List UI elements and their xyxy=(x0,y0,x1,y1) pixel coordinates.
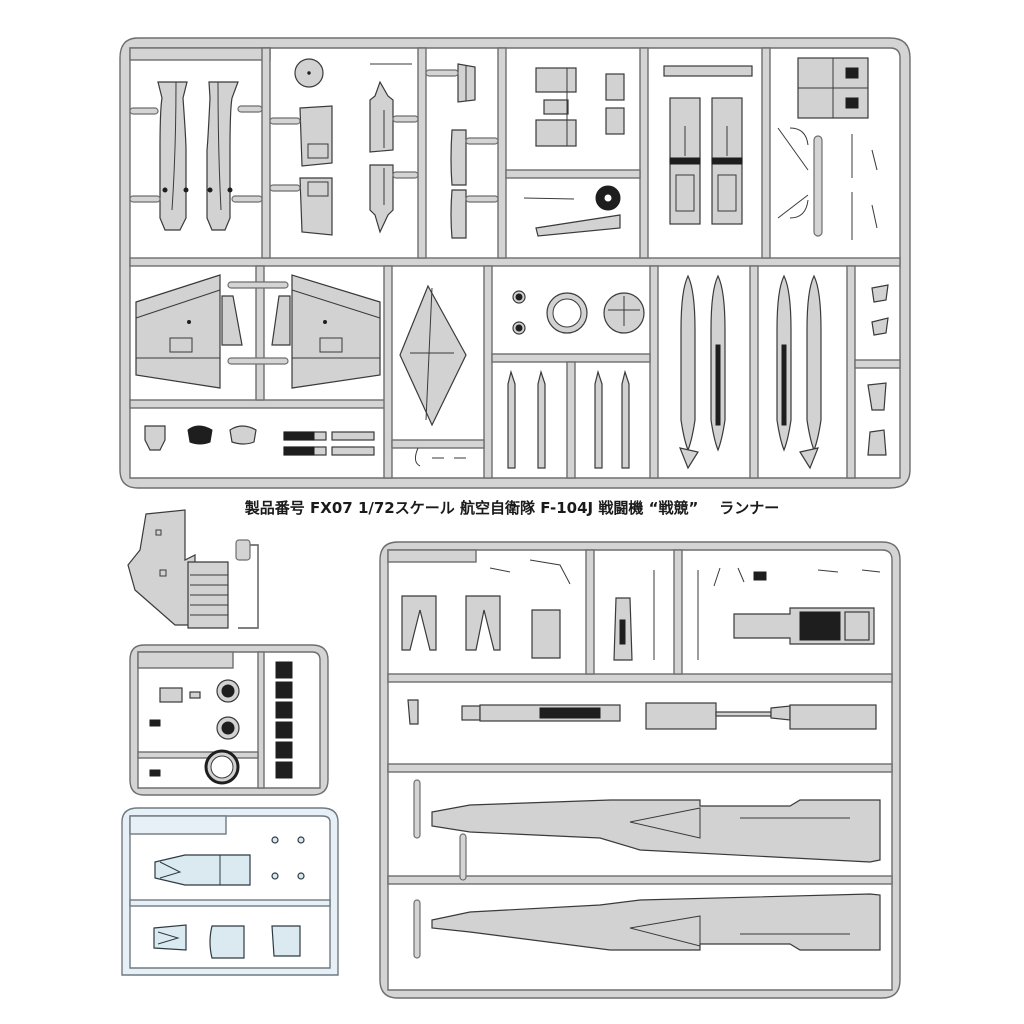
caption-product-label: 製品番号 xyxy=(244,499,305,517)
caption-product-code: FX07 xyxy=(310,499,353,517)
part-small-fins xyxy=(867,284,889,456)
caption-operator: 航空自衛隊 xyxy=(459,499,535,517)
caption-scale: 1/72スケール xyxy=(357,499,455,517)
runner-caption: 製品番号 FX07 1/72スケール 航空自衛隊 F-104J 戦闘機 “戦競”… xyxy=(0,497,1024,518)
caption-nickname: “戦競” xyxy=(648,499,699,517)
part-wheel-hubs xyxy=(204,679,240,785)
part-ejection-seats xyxy=(663,65,753,225)
part-missiles xyxy=(507,369,630,469)
runner-main-top xyxy=(119,37,911,489)
part-intake-trunk xyxy=(407,699,877,730)
part-exhaust-pieces xyxy=(425,63,499,239)
part-fuselage-right xyxy=(431,893,881,951)
part-gear-linkages xyxy=(489,559,881,587)
caption-type: 戦闘機 xyxy=(598,499,644,517)
part-wing-left xyxy=(135,274,243,389)
caption-aircraft: F-104J xyxy=(540,499,594,517)
part-nose-strut xyxy=(613,597,633,661)
part-wing-right xyxy=(271,274,381,389)
part-nose-wheel xyxy=(523,185,621,237)
part-canopy-center xyxy=(209,925,245,959)
part-cockpit-tub xyxy=(797,57,869,119)
part-small-fittings xyxy=(414,447,466,467)
part-instrument-panels xyxy=(144,425,375,456)
runner-tail xyxy=(127,509,259,629)
part-pylons xyxy=(369,63,419,234)
part-vertical-fin xyxy=(399,284,467,427)
runner-small-parts xyxy=(129,644,329,796)
part-main-wheels xyxy=(535,67,625,147)
caption-suffix: ランナー xyxy=(719,499,780,517)
part-windscreen xyxy=(153,924,187,951)
part-intake-rings xyxy=(512,290,645,335)
part-gear-struts xyxy=(777,127,878,240)
part-drop-tanks xyxy=(679,274,822,470)
part-gear-doors xyxy=(401,595,561,659)
part-lights xyxy=(271,836,305,880)
runner-clear xyxy=(121,807,339,976)
part-canopy xyxy=(154,854,251,886)
part-exhaust-blocks xyxy=(275,661,293,779)
part-canopy-rear xyxy=(271,925,301,957)
part-gun-sensor xyxy=(149,687,201,777)
part-cockpit-floor xyxy=(733,607,875,645)
part-antennas xyxy=(653,570,699,660)
runner-fuselage xyxy=(379,541,901,999)
part-fuselage-left xyxy=(431,799,881,863)
part-intake-bodies xyxy=(269,58,333,236)
part-nozzle-halves xyxy=(129,81,263,231)
